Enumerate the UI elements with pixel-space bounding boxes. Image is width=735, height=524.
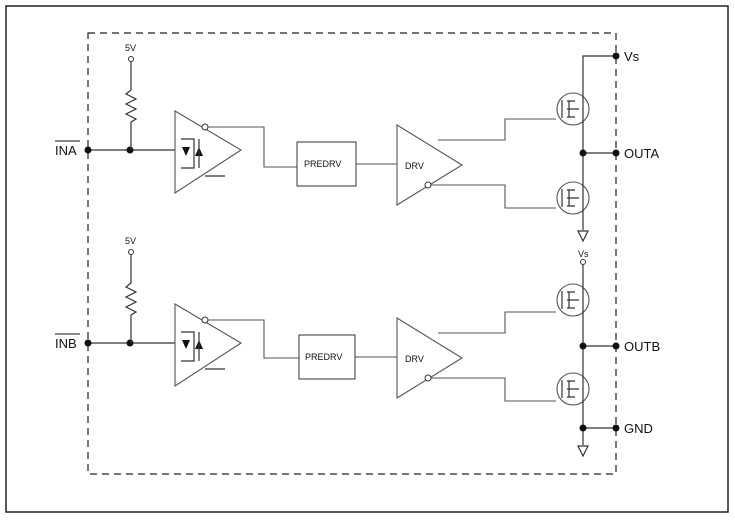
pin-vs-label: Vs — [624, 49, 640, 64]
outer-frame — [5, 5, 729, 513]
input-buffer — [174, 110, 243, 195]
predrv-a-label: PREDRV — [304, 159, 341, 169]
ground-symbol — [577, 230, 589, 243]
high-side-mosfet-b — [556, 283, 590, 317]
ic-boundary — [87, 32, 617, 475]
internal-vs-label: Vs — [578, 249, 589, 259]
pin-outb-label: OUTB — [624, 339, 660, 354]
pullup-resistor — [124, 255, 138, 343]
pin-gnd-label: GND — [624, 421, 653, 436]
high-side-mosfet-a — [556, 92, 590, 126]
channel-a: INA 5V PREDRV DRV Vs OUTA — [55, 43, 659, 243]
pin-ina-label: INA — [55, 143, 77, 158]
pullup-resistor — [124, 62, 138, 150]
pin-inb-dot — [84, 339, 92, 347]
pullup-5v-label: 5V — [125, 236, 136, 246]
predrv-b-label: PREDRV — [305, 352, 342, 362]
pullup-5v-label: 5V — [125, 43, 136, 53]
ground-symbol — [577, 445, 589, 458]
drv-b-label: DRV — [405, 354, 424, 364]
channel-b: INB 5V PREDRV DRV Vs — [55, 236, 660, 458]
drv-a-label: DRV — [405, 161, 424, 171]
predrv-b-block — [298, 334, 356, 380]
input-buffer — [174, 303, 243, 388]
pin-inb-label: INB — [55, 336, 77, 351]
low-side-mosfet-a — [556, 181, 590, 215]
low-side-mosfet-b — [556, 372, 590, 406]
pin-ina-dot — [84, 146, 92, 154]
predrv-a-block — [296, 141, 357, 187]
pin-outa-label: OUTA — [624, 146, 659, 161]
